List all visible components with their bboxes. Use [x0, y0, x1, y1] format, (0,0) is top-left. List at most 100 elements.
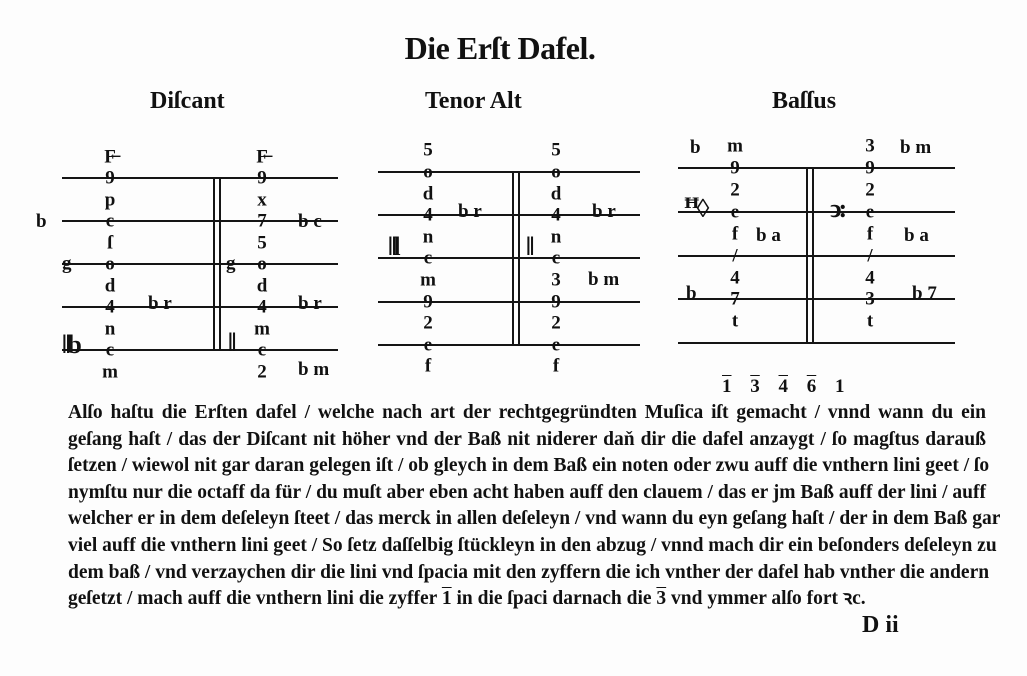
discant-br-left: b r — [148, 293, 172, 314]
discant-tablature-letter: o — [105, 253, 115, 275]
tenor-tablature-letter: d — [550, 183, 562, 205]
bassus-tablature-letter: f — [731, 223, 739, 245]
bassus-tablature-letter: 3 — [865, 135, 875, 157]
tenor-staff-line — [378, 214, 640, 217]
bassus-tablature-letter: 9 — [865, 157, 875, 179]
discant-tablature-letter: m — [102, 361, 118, 382]
discant-tablature-letter: F̶ — [256, 146, 268, 167]
discant-staff-line — [62, 349, 338, 351]
bassus-tablature-letter: 4 — [865, 267, 875, 288]
bass-number: 6 — [806, 376, 817, 397]
bassus-staff-line — [678, 210, 955, 213]
bassus-staff-line — [678, 254, 955, 257]
bass-number: 1 — [722, 376, 732, 397]
discant-tablature-letter: 2 — [257, 361, 267, 382]
body-line: nymſtu nur die octaff da für / du muſt a… — [68, 481, 986, 503]
bass-number: 1 — [835, 376, 845, 397]
discant-staff-line — [62, 263, 338, 265]
tenor-clef-left: ‖l — [388, 232, 401, 261]
tenor-tablature-letter: 2 — [423, 312, 433, 334]
bass-line-numbers: 1 3 4 6 1 — [722, 376, 845, 398]
tenor-tablature-letter: f — [552, 355, 560, 377]
bassus-tablature-letter: / — [732, 245, 738, 267]
bass-number: 4 — [778, 376, 789, 397]
tenor-staff-line — [378, 171, 640, 173]
discant-tablature-letter: p — [104, 189, 116, 210]
bassus-ba-left: b a — [756, 225, 781, 246]
tenor-double-bar — [518, 172, 520, 345]
discant-g-left: g — [62, 253, 72, 274]
tenor-br-right: b r — [592, 201, 616, 222]
tenor-tablature-letter: f — [424, 355, 432, 377]
bassus-tablature-letter: / — [867, 245, 873, 267]
tenor-tablature-letter: d — [422, 183, 434, 205]
discant-bm-right: b m — [298, 359, 330, 380]
heading-discant: Diſcant — [150, 88, 225, 114]
tenor-tablature-letter: 4 — [423, 204, 433, 226]
body-line: geſang haſt / das der Diſcant nit höher … — [68, 428, 986, 450]
discant-staff-line — [62, 306, 338, 308]
discant-tablature-letter: 9 — [105, 167, 115, 189]
bassus-staff-line — [678, 167, 955, 169]
bassus-tablature-letter: t — [731, 310, 739, 332]
discant-tablature-letter: 4 — [105, 296, 115, 318]
tenor-tablature-letter: 5 — [423, 139, 433, 161]
discant-tablature-letter: d — [104, 275, 116, 296]
tenor-tablature-letter: 4 — [551, 204, 561, 226]
discant-g-mid: g — [226, 253, 236, 274]
bassus-staff-line — [678, 342, 955, 345]
text-span: vnd ymmer alſo fort ꝛc. — [666, 588, 866, 610]
tenor-staff-line — [378, 300, 640, 303]
discant-tablature-letter: 9 — [257, 167, 267, 189]
tenor-tablature-letter: e — [551, 334, 561, 356]
discant-tablature-letter: c — [257, 339, 267, 361]
discant-tablature-letter: n — [104, 318, 116, 339]
bassus-tablature-letter: 7 — [730, 288, 740, 310]
discant-double-bar — [213, 178, 215, 350]
bassus-double-bar — [812, 168, 814, 344]
discant-bc-right: b c — [298, 211, 322, 232]
discant-tablature-letter: d — [256, 275, 268, 296]
discant-staff-line — [62, 220, 338, 222]
discant-clef-right: ‖ — [228, 328, 237, 357]
bassus-tablature-letter: f — [866, 223, 874, 245]
body-line: dem baß / vnd verzaychen dir die lini vn… — [68, 561, 990, 583]
tenor-tablature-letter: c — [551, 247, 561, 269]
discant-tablature-letter: m — [254, 318, 270, 339]
tenor-tablature-letter: m — [420, 269, 436, 291]
bassus-tablature-letter: 2 — [730, 179, 740, 201]
discant-tablature-letter: 4 — [257, 296, 267, 318]
discant-tablature-letter: o — [257, 253, 267, 275]
discant-b-left: b — [36, 211, 47, 232]
tenor-bm-right: b m — [588, 269, 620, 290]
tenor-tablature-letter: n — [550, 226, 562, 248]
bassus-tablature-letter: e — [865, 201, 875, 223]
tenor-tablature-letter: o — [551, 161, 561, 183]
bassus-clef-left: ꟸ◊ — [684, 194, 709, 223]
bassus-tablature-letter: m — [727, 135, 743, 157]
page-title: Die Erſt Dafel. — [404, 30, 596, 66]
bassus-bm-top-right: b m — [900, 137, 932, 158]
tenor-tablature-letter: 9 — [423, 291, 433, 313]
discant-tablature-letter: c — [105, 339, 115, 361]
bassus-b7-right: b 7 — [912, 283, 937, 304]
bassus-clef-right: ↄ: — [830, 194, 847, 223]
tenor-double-bar — [512, 172, 514, 345]
overlined-digit: 3 — [656, 588, 667, 610]
discant-tablature-letter: ſ — [107, 232, 113, 253]
tenor-staff-line — [378, 343, 640, 346]
text-span: geſetzt / mach auff die vnthern lini die… — [68, 588, 442, 610]
body-line-last: geſetzt / mach auff die vnthern lini die… — [68, 586, 986, 613]
tenor-staff-line — [378, 257, 640, 260]
discant-tablature-letter: 5 — [257, 232, 267, 253]
body-line: viel auff die vnthern lini geet / So ſet… — [68, 534, 997, 556]
bassus-staff-line — [678, 298, 955, 301]
discant-double-bar — [219, 178, 221, 350]
bassus-tablature-letter: 2 — [865, 179, 875, 201]
bassus-b-top-left: b — [690, 137, 701, 158]
tenor-tablature-letter: 5 — [551, 139, 561, 161]
signature-mark: D ii — [862, 612, 899, 638]
discant-staff-line — [62, 177, 338, 179]
tenor-tablature-letter: 3 — [551, 269, 561, 291]
